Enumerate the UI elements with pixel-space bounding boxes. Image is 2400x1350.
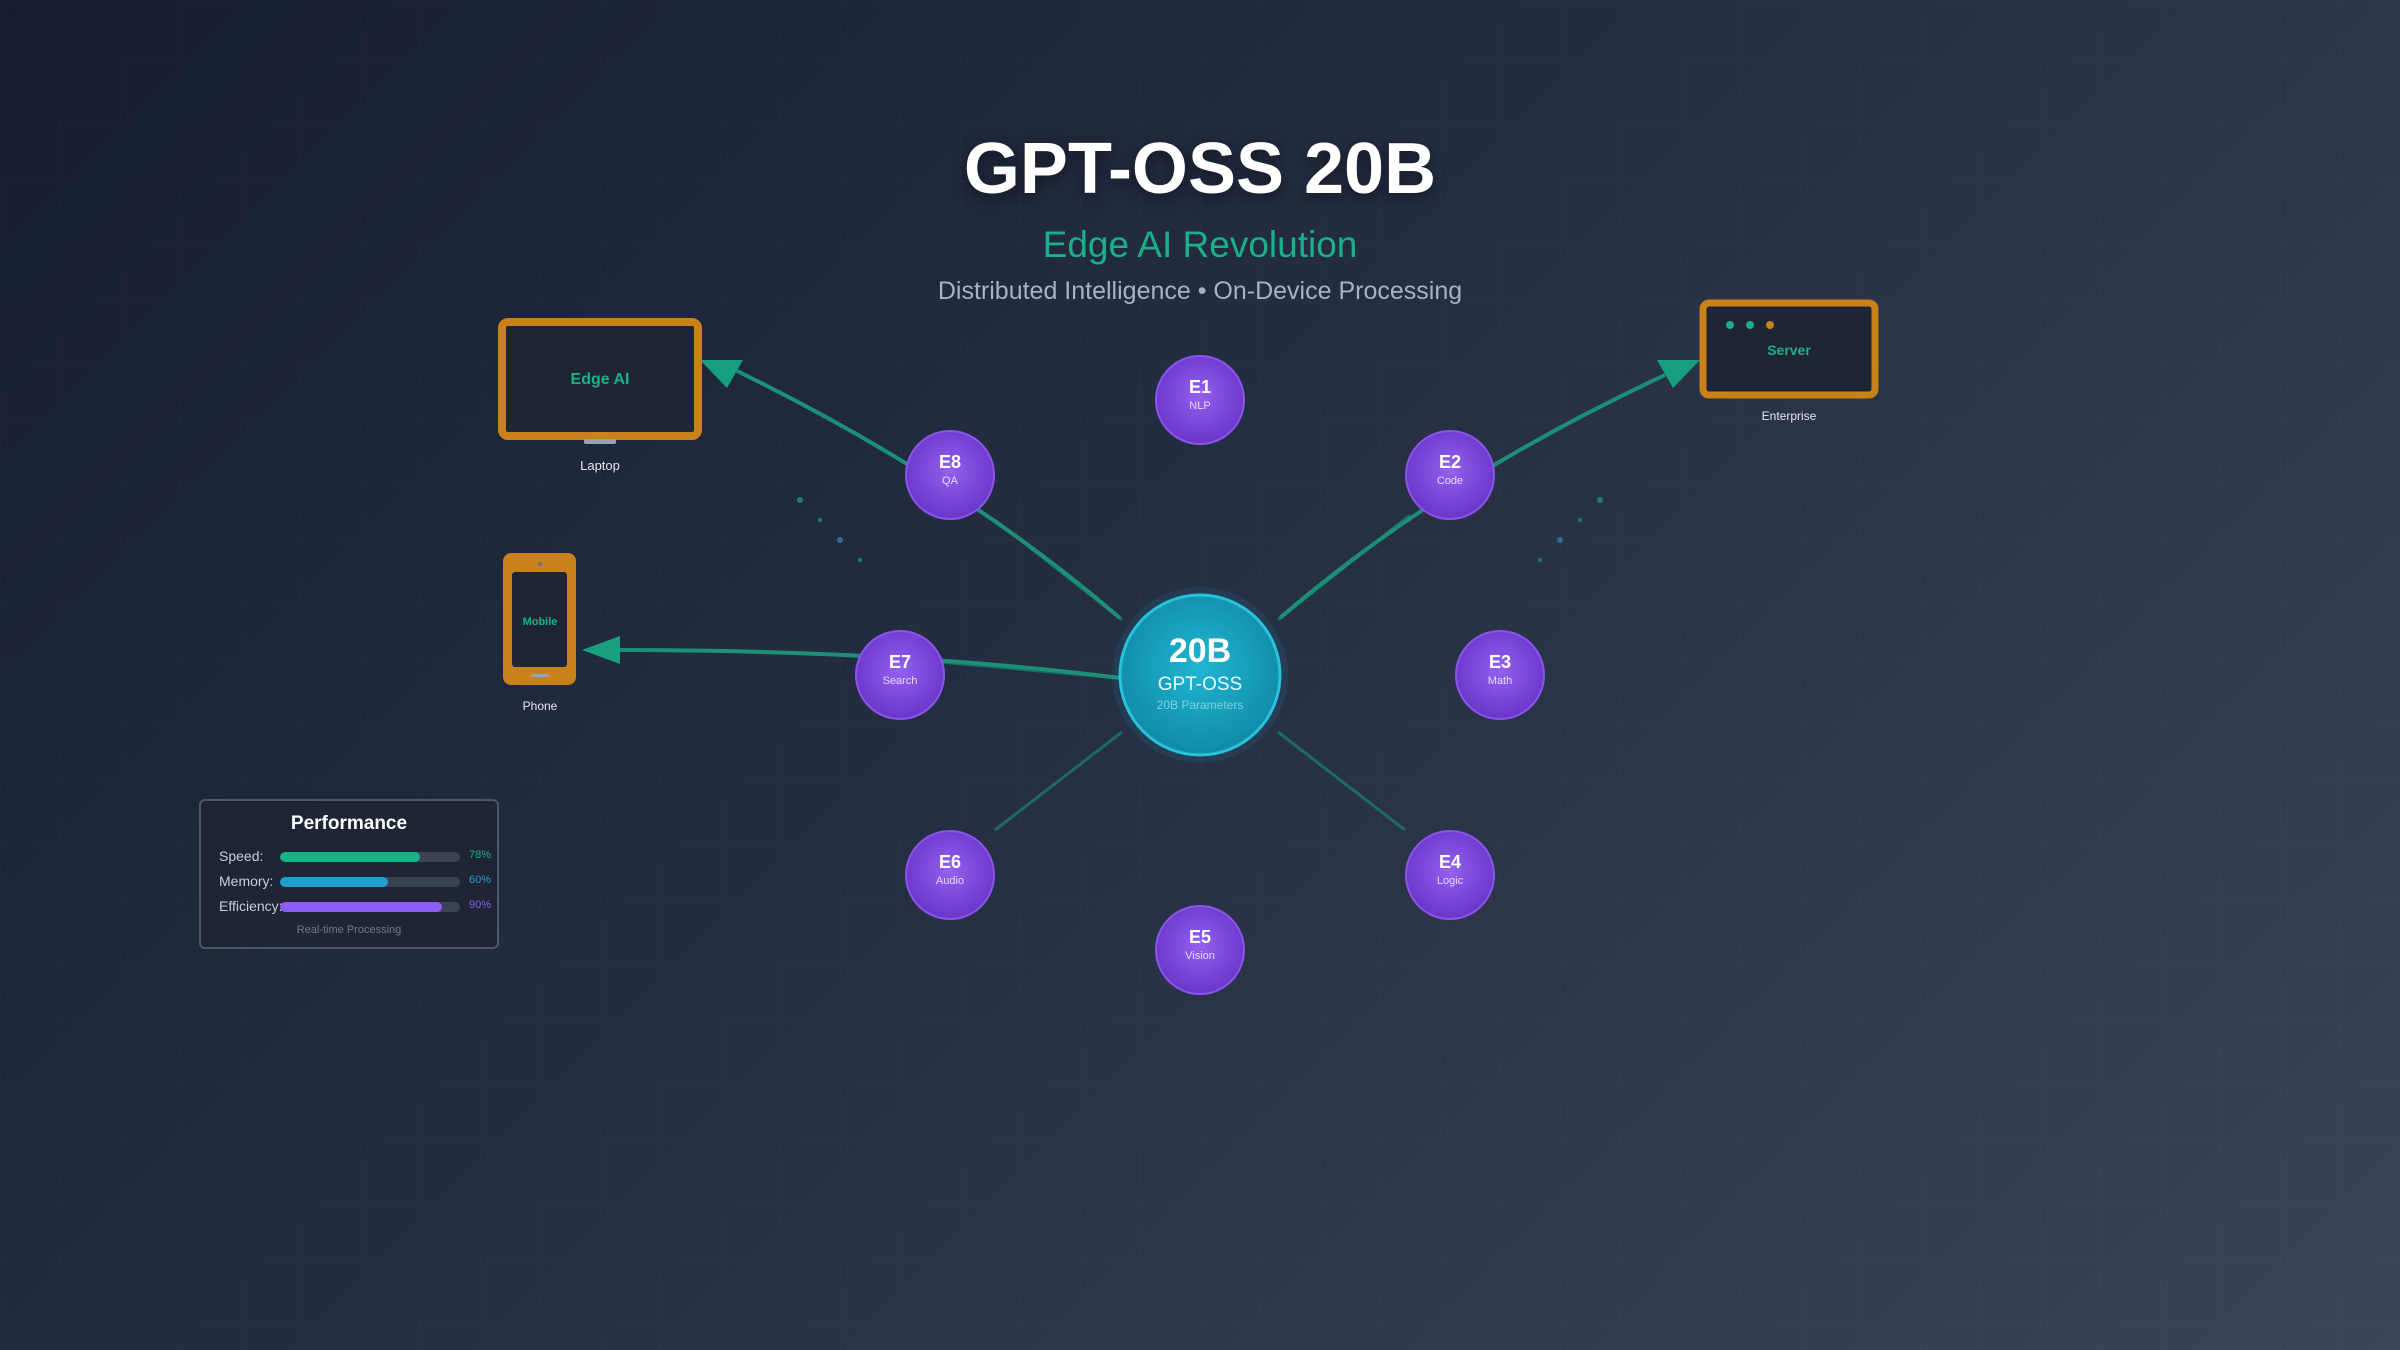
particle: [818, 518, 822, 522]
central-hub: 20B GPT-OSS 20B Parameters: [1112, 587, 1288, 763]
phone-screen-text: Mobile: [523, 616, 558, 628]
metric-label: Speed:: [219, 848, 264, 864]
metric-label: Memory:: [219, 873, 274, 889]
particle: [1538, 558, 1542, 562]
expert-node-e5: E5 Vision: [1155, 905, 1245, 995]
connection-line: [1277, 730, 1406, 832]
expert-id: E4: [1439, 852, 1461, 872]
expert-label: Code: [1437, 475, 1463, 487]
metric-track: [280, 852, 460, 862]
hub-size: 20B: [1169, 632, 1231, 670]
expert-label: Audio: [936, 875, 964, 887]
expert-label: Search: [883, 675, 918, 687]
server-device: Server Enterprise: [1699, 299, 1879, 423]
laptop-screen: [498, 318, 702, 440]
laptop-stand: [584, 439, 616, 444]
expert-node-e1: E1 NLP: [1155, 355, 1245, 445]
metric-row-efficiency: Efficiency: 90%: [219, 897, 492, 917]
page-subtitle: Edge AI Revolution: [1042, 224, 1358, 265]
metric-row-memory: Memory: 60%: [219, 872, 492, 892]
expert-id: E1: [1189, 377, 1211, 397]
phone-caption: Phone: [523, 699, 558, 713]
particle: [1597, 497, 1603, 503]
expert-circle: [1155, 355, 1245, 445]
particle: [1557, 537, 1563, 543]
metric-bar: [280, 877, 388, 887]
performance-footer: Real-time Processing: [296, 924, 402, 936]
laptop-caption: Laptop: [580, 458, 620, 473]
expert-id: E2: [1439, 452, 1461, 472]
phone-screen: [512, 572, 567, 667]
hub-caption: 20B Parameters: [1157, 698, 1244, 712]
expert-circle: [1405, 830, 1495, 920]
phone-home-bar: [531, 674, 549, 677]
particle: [858, 558, 862, 562]
phone-device: Mobile Phone: [503, 553, 576, 713]
expert-circle: [1405, 430, 1495, 520]
page-tagline: Distributed Intelligence • On-Device Pro…: [937, 277, 1463, 305]
expert-id: E6: [939, 852, 961, 872]
metric-bar: [280, 902, 442, 912]
expert-id: E3: [1489, 652, 1511, 672]
server-frame: [1699, 299, 1879, 399]
expert-label: Vision: [1185, 950, 1215, 962]
expert-id: E7: [889, 652, 911, 672]
metric-row-speed: Speed: 78%: [219, 847, 492, 867]
phone-camera: [538, 562, 542, 566]
arrow-head-laptop: [700, 360, 743, 388]
expert-node-e7: E7 Search: [855, 630, 945, 720]
expert-label: Logic: [1437, 875, 1464, 887]
connection-line: [994, 730, 1123, 832]
expert-label: QA: [942, 475, 959, 487]
particle: [797, 497, 803, 503]
metric-label: Efficiency:: [219, 898, 283, 914]
performance-title: Performance: [290, 813, 408, 834]
server-status-light: [1746, 321, 1754, 329]
arrow-head-server: [1657, 360, 1700, 388]
server-caption: Enterprise: [1762, 409, 1817, 423]
metric-value: 90%: [469, 899, 492, 911]
expert-circle: [855, 630, 945, 720]
particle: [1578, 518, 1582, 522]
expert-circle: [905, 430, 995, 520]
particle: [837, 537, 843, 543]
data-particles: [797, 497, 1603, 562]
expert-circle: [1155, 905, 1245, 995]
laptop-screen-text: Edge AI: [571, 371, 630, 388]
expert-node-e2: E2 Code: [1405, 430, 1495, 520]
expert-circle: [1455, 630, 1545, 720]
expert-node-e6: E6 Audio: [905, 830, 995, 920]
metric-track: [280, 877, 460, 887]
metric-value: 78%: [469, 849, 492, 861]
hub-circle: [1118, 593, 1282, 757]
hub-model-name: GPT-OSS: [1158, 674, 1242, 695]
expert-label: Math: [1488, 675, 1512, 687]
expert-node-e3: E3 Math: [1455, 630, 1545, 720]
server-screen-text: Server: [1767, 342, 1811, 358]
performance-panel: Performance Speed: 78% Memory: 60% Effic…: [199, 799, 499, 949]
metric-bar: [280, 852, 421, 862]
server-status-light: [1726, 321, 1734, 329]
metric-track: [280, 902, 460, 912]
server-status-light: [1766, 321, 1774, 329]
laptop-device: Edge AI Laptop: [498, 318, 702, 473]
page-title: GPT-OSS 20B: [963, 129, 1437, 209]
expert-label: NLP: [1189, 400, 1210, 412]
expert-node-e8: E8 QA: [905, 430, 995, 520]
arrow-head-phone: [582, 636, 620, 664]
expert-id: E5: [1189, 927, 1211, 947]
expert-node-e4: E4 Logic: [1405, 830, 1495, 920]
metric-value: 60%: [469, 874, 492, 886]
expert-circle: [905, 830, 995, 920]
expert-id: E8: [939, 452, 961, 472]
